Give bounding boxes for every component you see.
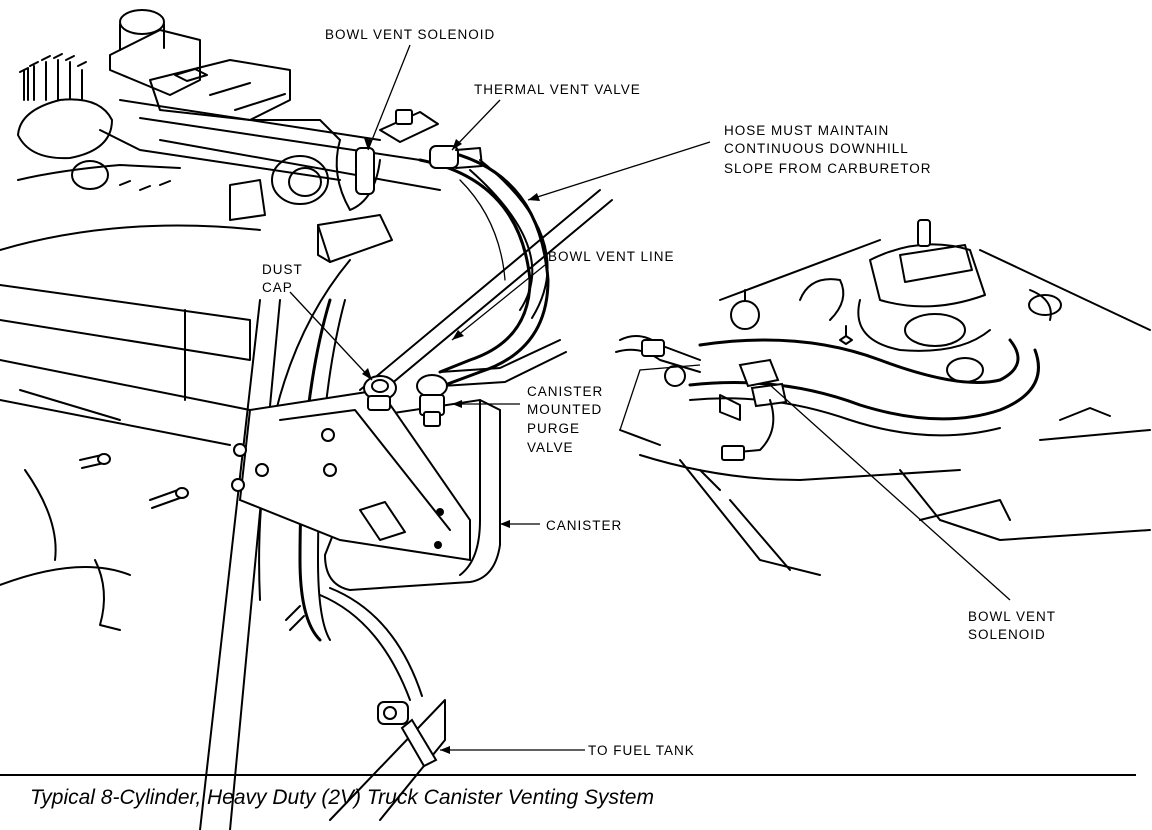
- thermal-vent-valve-part: [429, 145, 483, 169]
- label-bowl-vent-solenoid-right-line-2: SOLENOID: [968, 627, 1046, 642]
- fuel-tank-connector: [285, 605, 446, 821]
- label-purge-valve-line-2: MOUNTED: [527, 402, 602, 417]
- caption-divider: [0, 774, 1136, 776]
- label-canister: CANISTER: [546, 518, 622, 533]
- callout-labels: BOWL VENT SOLENOID THERMAL VENT VALVE HO…: [262, 27, 1056, 758]
- label-bowl-vent-line: BOWL VENT LINE: [548, 249, 675, 264]
- leader-lines: [289, 44, 1011, 754]
- label-purge-valve-line-3: PURGE: [527, 421, 580, 436]
- figure-caption: Typical 8-Cylinder, Heavy Duty (2V) Truc…: [30, 786, 654, 809]
- label-purge-valve-line-1: CANISTER: [527, 384, 603, 399]
- label-hose-note-line-3: SLOPE FROM CARBURETOR: [724, 161, 932, 176]
- right-engine-illustration: [615, 219, 1151, 576]
- label-hose-note-line-1: HOSE MUST MAINTAIN: [724, 123, 889, 138]
- label-hose-note-line-2: CONTINUOUS DOWNHILL: [724, 141, 909, 156]
- label-to-fuel-tank: TO FUEL TANK: [588, 743, 695, 758]
- label-dust-cap-line-1: DUST: [262, 262, 303, 277]
- label-bowl-vent-solenoid-right-line-1: BOWL VENT: [968, 609, 1056, 624]
- label-dust-cap-line-2: CAP: [262, 280, 293, 295]
- label-thermal-vent-valve: THERMAL VENT VALVE: [474, 82, 641, 97]
- bowl-vent-solenoid-top-part: [335, 109, 439, 211]
- label-purge-valve-line-4: VALVE: [527, 440, 574, 455]
- canister-part: [231, 374, 501, 592]
- label-bowl-vent-solenoid-top: BOWL VENT SOLENOID: [325, 27, 495, 42]
